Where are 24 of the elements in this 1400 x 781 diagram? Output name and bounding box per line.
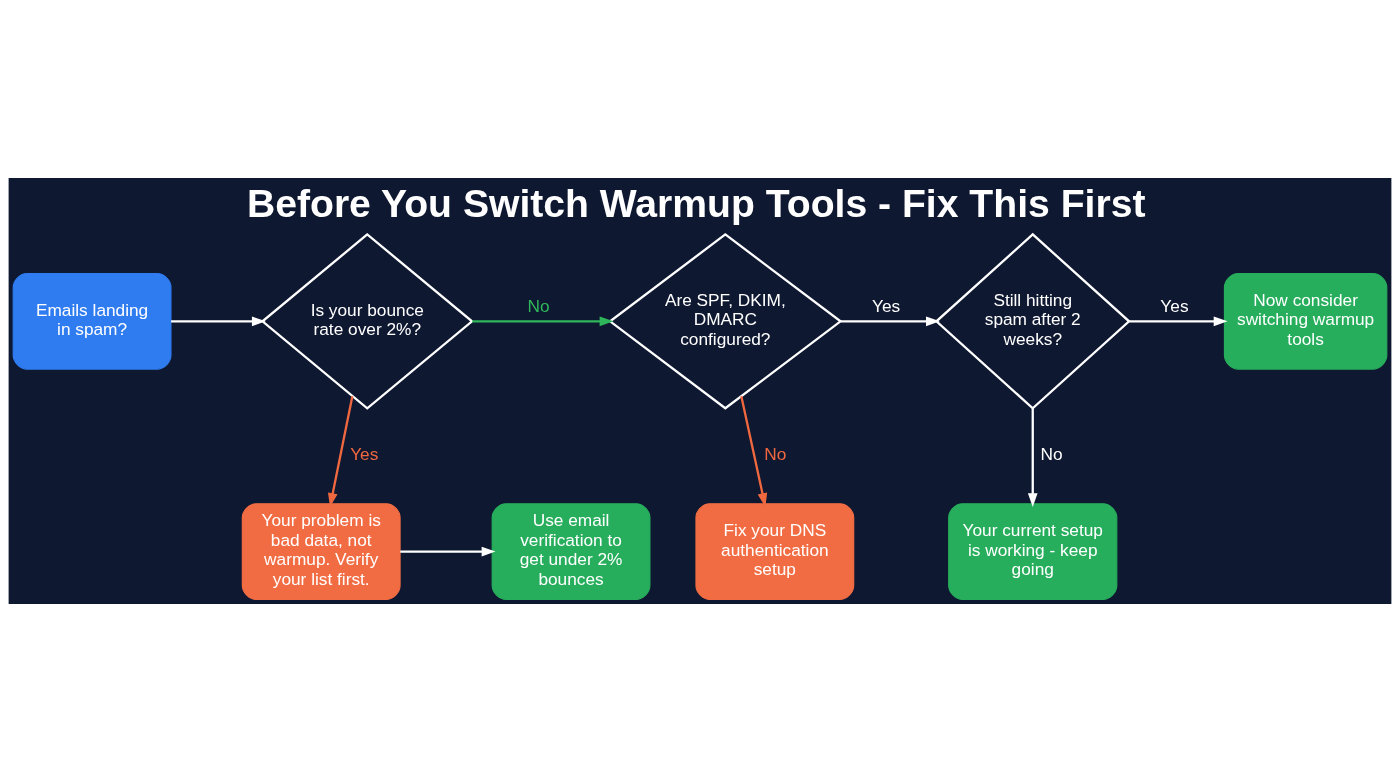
node-box: Now consider switching warmup tools: [1223, 272, 1388, 370]
node-diamond: Still hitting spam after 2 weeks?: [934, 232, 1131, 410]
node-box: Fix your DNS authentication setup: [695, 502, 855, 600]
arrow: [1027, 407, 1038, 507]
node-box: Emails landing in spam?: [12, 272, 172, 370]
arrow: [328, 395, 354, 507]
edge-label: Yes: [1160, 295, 1189, 316]
arrow: [472, 316, 614, 326]
node-diamond: Is your bounce rate over 2%?: [260, 232, 474, 410]
node-diamond: Are SPF, DKIM, DMARC configured?: [608, 232, 843, 410]
diagram-title: Before You Switch Warmup Tools - Fix This First: [246, 181, 1146, 225]
edge-label: No: [764, 443, 787, 464]
arrow: [171, 316, 266, 326]
node-box: Your problem is bad data, not warmup. Verify your list first.: [241, 502, 401, 600]
arrow: [400, 546, 496, 556]
arrow: [1129, 316, 1228, 326]
node-box: Use email verification to get under 2% bounces: [491, 502, 651, 600]
arrow: [740, 395, 768, 507]
edge-label: Yes: [872, 295, 901, 316]
arrow: [840, 316, 940, 326]
edge-label: No: [527, 295, 550, 316]
edge-label: Yes: [350, 443, 379, 464]
node-box: Your current setup is working - keep going: [948, 502, 1118, 600]
edge-label: No: [1040, 443, 1063, 464]
